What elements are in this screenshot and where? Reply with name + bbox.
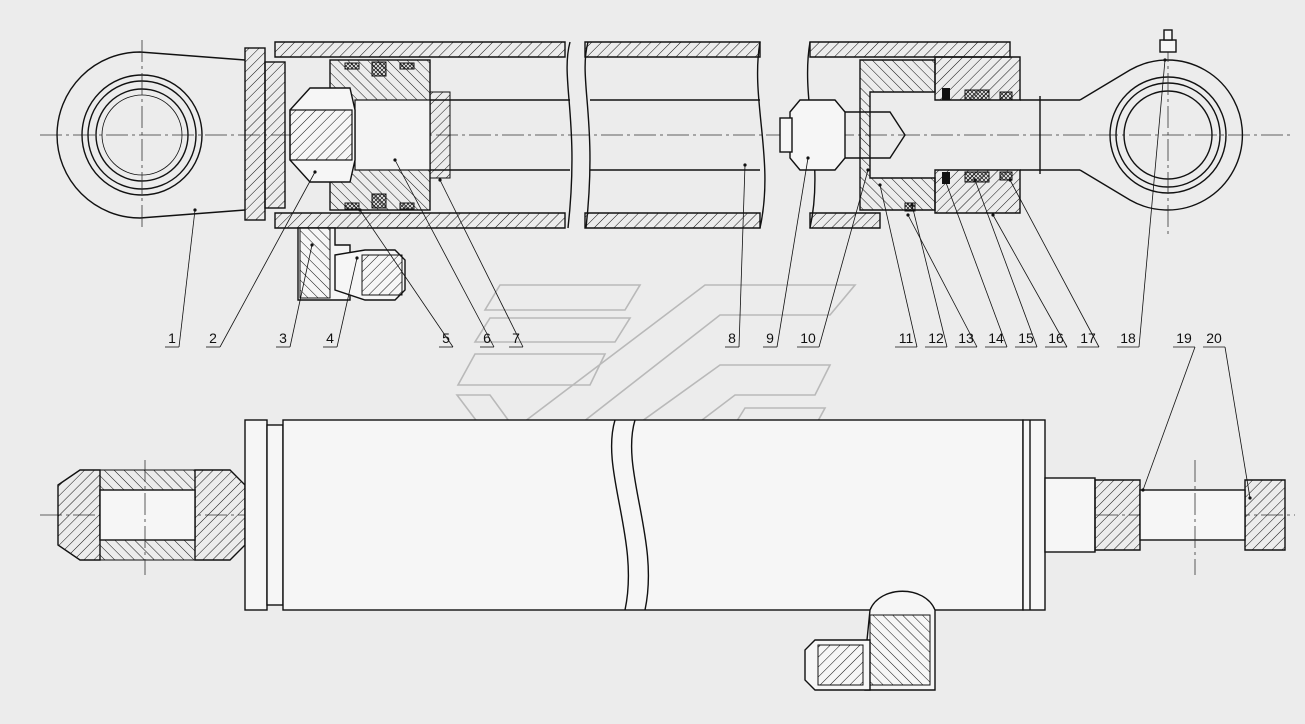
callout-17: 17 bbox=[1008, 178, 1100, 348]
callout-number: 14 bbox=[988, 330, 1004, 346]
callout-number: 9 bbox=[766, 330, 774, 346]
callout-number: 10 bbox=[800, 330, 816, 346]
callout-number: 3 bbox=[279, 330, 287, 346]
callout-number: 8 bbox=[728, 330, 736, 346]
callout-11: 11 bbox=[878, 183, 918, 348]
callout-leader bbox=[776, 157, 809, 348]
callout-19: 19 bbox=[1141, 330, 1196, 492]
outside-view bbox=[40, 419, 1295, 691]
callout-number: 17 bbox=[1080, 330, 1096, 346]
callout-leader bbox=[907, 214, 978, 348]
callout-dot bbox=[906, 213, 910, 217]
callout-4: 4 bbox=[323, 256, 359, 348]
callout-leader bbox=[289, 244, 313, 348]
callout-dot bbox=[193, 208, 197, 212]
callout-leader bbox=[394, 159, 495, 348]
callout-leader bbox=[178, 209, 196, 348]
callout-12: 12 bbox=[910, 203, 948, 348]
callout-1: 1 bbox=[165, 208, 197, 348]
callout-leader bbox=[911, 204, 948, 348]
callout-leader bbox=[359, 209, 454, 348]
callout-dot bbox=[1163, 58, 1167, 62]
callout-dot bbox=[743, 163, 747, 167]
callout-number: 16 bbox=[1048, 330, 1064, 346]
callout-number: 7 bbox=[512, 330, 520, 346]
callout-leader bbox=[336, 257, 358, 348]
callout-14: 14 bbox=[943, 178, 1008, 348]
callout-number: 11 bbox=[899, 330, 914, 346]
callout-dot bbox=[991, 213, 995, 217]
callout-dot bbox=[1141, 488, 1145, 492]
callout-dot bbox=[310, 243, 314, 247]
callout-dot bbox=[943, 178, 947, 182]
callout-7: 7 bbox=[438, 178, 524, 348]
callout-leader bbox=[1142, 346, 1196, 491]
callout-13: 13 bbox=[906, 213, 978, 348]
callout-dot bbox=[878, 183, 882, 187]
callout-9: 9 bbox=[763, 156, 810, 348]
callout-dot bbox=[973, 178, 977, 182]
callout-dot bbox=[866, 168, 870, 172]
callout-number: 13 bbox=[958, 330, 974, 346]
callout-15: 15 bbox=[973, 178, 1038, 348]
callout-dot bbox=[355, 256, 359, 260]
callout-leader bbox=[1224, 346, 1251, 499]
callout-leader bbox=[992, 214, 1068, 348]
callout-3: 3 bbox=[276, 243, 314, 348]
callout-dot bbox=[1008, 178, 1012, 182]
callout-leader bbox=[974, 179, 1038, 348]
callout-dot bbox=[910, 203, 914, 207]
callout-10: 10 bbox=[797, 168, 870, 348]
callout-number: 6 bbox=[483, 330, 491, 346]
callout-leader bbox=[1009, 179, 1100, 348]
callout-number: 4 bbox=[326, 330, 334, 346]
section-view bbox=[40, 29, 1290, 301]
callout-5: 5 bbox=[358, 208, 454, 348]
callout-20: 20 bbox=[1203, 330, 1252, 500]
callout-number: 20 bbox=[1206, 330, 1222, 346]
callout-dot bbox=[358, 208, 362, 212]
callout-leader bbox=[219, 171, 316, 348]
callout-dot bbox=[438, 178, 442, 182]
callout-leader bbox=[818, 169, 869, 348]
callout-dot bbox=[393, 158, 397, 162]
callout-leader bbox=[879, 184, 918, 348]
callout-2: 2 bbox=[206, 170, 317, 348]
callout-6: 6 bbox=[393, 158, 495, 348]
callout-leader bbox=[738, 164, 746, 348]
callout-leader bbox=[1138, 59, 1166, 348]
callout-dot bbox=[806, 156, 810, 160]
callout-number: 1 bbox=[168, 330, 176, 346]
callout-number: 15 bbox=[1018, 330, 1034, 346]
callout-leader bbox=[944, 179, 1008, 348]
callout-number: 2 bbox=[209, 330, 217, 346]
callout-dot bbox=[1248, 496, 1252, 500]
callout-16: 16 bbox=[991, 213, 1068, 348]
callout-number: 5 bbox=[442, 330, 450, 346]
callout-number: 19 bbox=[1176, 330, 1192, 346]
callout-dot bbox=[313, 170, 317, 174]
callout-8: 8 bbox=[725, 163, 747, 348]
callout-number: 12 bbox=[928, 330, 944, 346]
callout-leader bbox=[439, 179, 524, 348]
callout-18: 18 bbox=[1117, 58, 1167, 348]
callout-number: 18 bbox=[1120, 330, 1136, 346]
